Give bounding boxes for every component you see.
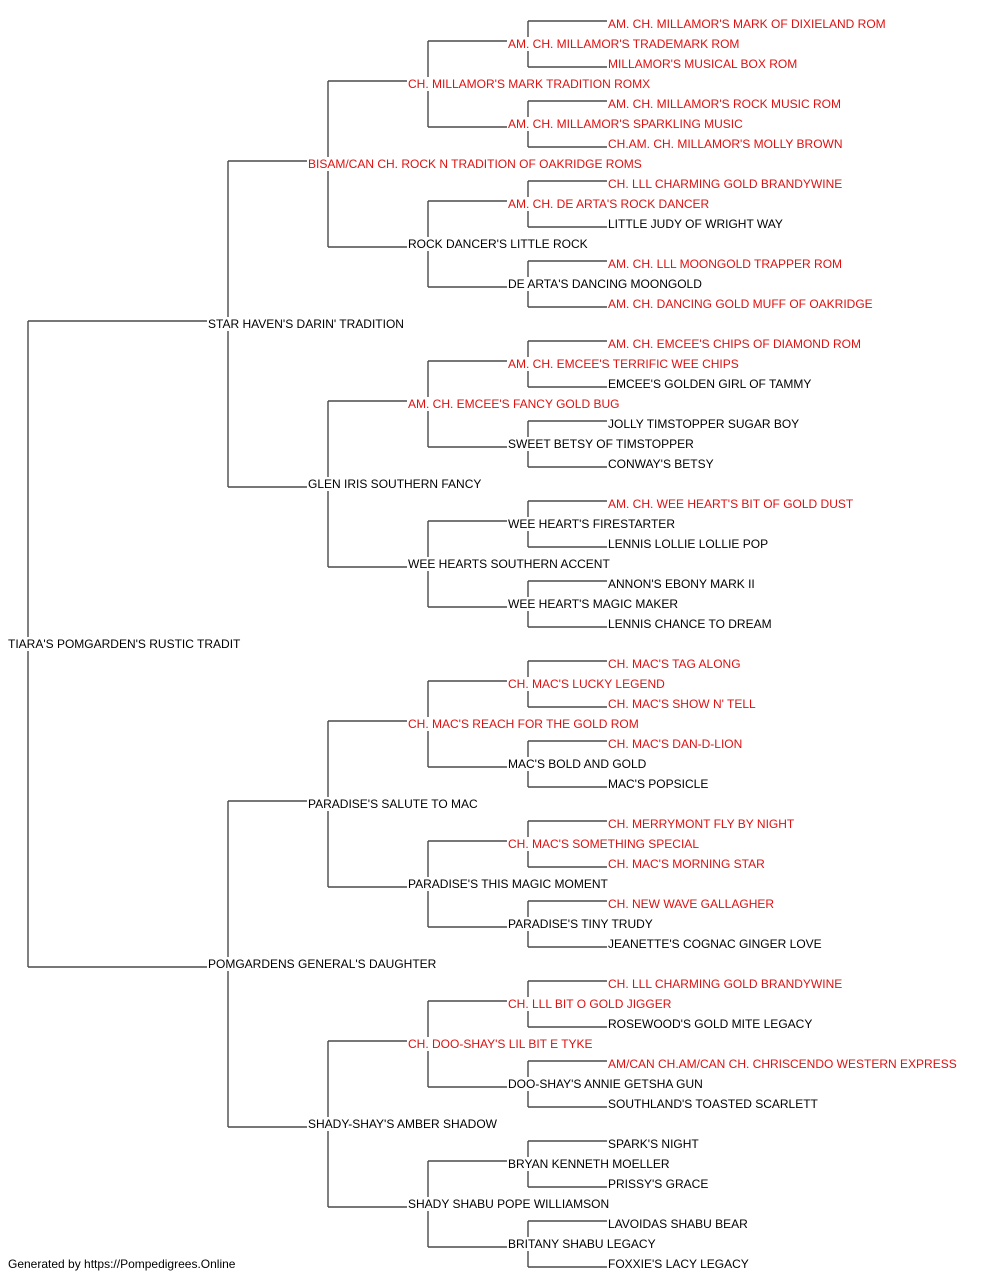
subject-name: TIARA'S POMGARDEN'S RUSTIC TRADIT	[7, 637, 242, 651]
gen4-ancestor-name: PARADISE'S TINY TRUDY	[507, 917, 654, 931]
parent-name: POMGARDENS GENERAL'S DAUGHTER	[207, 957, 438, 971]
gen5-ancestor-name: AM. CH. MILLAMOR'S ROCK MUSIC ROM	[607, 97, 842, 111]
parent-name: STAR HAVEN'S DARIN' TRADITION	[207, 317, 405, 331]
gen5-ancestor-name: AM. CH. WEE HEART'S BIT OF GOLD DUST	[607, 497, 855, 511]
grandparent-name: BISAM/CAN CH. ROCK N TRADITION OF OAKRID…	[307, 157, 643, 171]
gen5-ancestor-name: LENNIS CHANCE TO DREAM	[607, 617, 773, 631]
gen4-ancestor-name: AM. CH. MILLAMOR'S TRADEMARK ROM	[507, 37, 741, 51]
gen5-ancestor-name: AM/CAN CH.AM/CAN CH. CHRISCENDO WESTERN …	[607, 1057, 958, 1071]
great-grandparent-name: CH. MILLAMOR'S MARK TRADITION ROMX	[407, 77, 652, 91]
great-grandparent-name: ROCK DANCER'S LITTLE ROCK	[407, 237, 589, 251]
gen5-ancestor-name: SPARK'S NIGHT	[607, 1137, 700, 1151]
gen5-ancestor-name: LENNIS LOLLIE LOLLIE POP	[607, 537, 770, 551]
gen5-ancestor-name: CH. NEW WAVE GALLAGHER	[607, 897, 776, 911]
gen5-ancestor-name: ANNON'S EBONY MARK II	[607, 577, 756, 591]
gen5-ancestor-name: SOUTHLAND'S TOASTED SCARLETT	[607, 1097, 819, 1111]
gen5-ancestor-name: JOLLY TIMSTOPPER SUGAR BOY	[607, 417, 801, 431]
gen4-ancestor-name: CH. MAC'S LUCKY LEGEND	[507, 677, 666, 691]
grandparent-name: PARADISE'S SALUTE TO MAC	[307, 797, 479, 811]
gen4-ancestor-name: BRITANY SHABU LEGACY	[507, 1237, 657, 1251]
gen5-ancestor-name: FOXXIE'S LACY LEGACY	[607, 1257, 750, 1271]
gen5-ancestor-name: EMCEE'S GOLDEN GIRL OF TAMMY	[607, 377, 813, 391]
gen4-ancestor-name: WEE HEART'S MAGIC MAKER	[507, 597, 680, 611]
gen4-ancestor-name: DE ARTA'S DANCING MOONGOLD	[507, 277, 703, 291]
gen4-ancestor-name: SWEET BETSY OF TIMSTOPPER	[507, 437, 695, 451]
gen4-ancestor-name: CH. LLL BIT O GOLD JIGGER	[507, 997, 673, 1011]
gen4-ancestor-name: DOO-SHAY'S ANNIE GETSHA GUN	[507, 1077, 704, 1091]
gen5-ancestor-name: CH. MERRYMONT FLY BY NIGHT	[607, 817, 796, 831]
grandparent-name: SHADY-SHAY'S AMBER SHADOW	[307, 1117, 498, 1131]
great-grandparent-name: AM. CH. EMCEE'S FANCY GOLD BUG	[407, 397, 621, 411]
gen5-ancestor-name: CONWAY'S BETSY	[607, 457, 715, 471]
gen4-ancestor-name: WEE HEART'S FIRESTARTER	[507, 517, 676, 531]
gen5-ancestor-name: CH. MAC'S DAN-D-LION	[607, 737, 744, 751]
great-grandparent-name: SHADY SHABU POPE WILLIAMSON	[407, 1197, 611, 1211]
gen5-ancestor-name: CH. LLL CHARMING GOLD BRANDYWINE	[607, 977, 844, 991]
gen5-ancestor-name: LITTLE JUDY OF WRIGHT WAY	[607, 217, 784, 231]
gen5-ancestor-name: CH. MAC'S SHOW N' TELL	[607, 697, 757, 711]
gen5-ancestor-name: ROSEWOOD'S GOLD MITE LEGACY	[607, 1017, 814, 1031]
gen4-ancestor-name: BRYAN KENNETH MOELLER	[507, 1157, 671, 1171]
gen5-ancestor-name: AM. CH. LLL MOONGOLD TRAPPER ROM	[607, 257, 844, 271]
gen5-ancestor-name: CH.AM. CH. MILLAMOR'S MOLLY BROWN	[607, 137, 844, 151]
gen5-ancestor-name: PRISSY'S GRACE	[607, 1177, 710, 1191]
gen4-ancestor-name: AM. CH. EMCEE'S TERRIFIC WEE CHIPS	[507, 357, 740, 371]
gen5-ancestor-name: JEANETTE'S COGNAC GINGER LOVE	[607, 937, 823, 951]
gen5-ancestor-name: MAC'S POPSICLE	[607, 777, 710, 791]
great-grandparent-name: WEE HEARTS SOUTHERN ACCENT	[407, 557, 611, 571]
gen5-ancestor-name: AM. CH. MILLAMOR'S MARK OF DIXIELAND ROM	[607, 17, 887, 31]
gen5-ancestor-name: CH. LLL CHARMING GOLD BRANDYWINE	[607, 177, 844, 191]
gen4-ancestor-name: AM. CH. MILLAMOR'S SPARKLING MUSIC	[507, 117, 744, 131]
gen5-ancestor-name: LAVOIDAS SHABU BEAR	[607, 1217, 749, 1231]
gen5-ancestor-name: CH. MAC'S MORNING STAR	[607, 857, 766, 871]
gen5-ancestor-name: CH. MAC'S TAG ALONG	[607, 657, 742, 671]
gen5-ancestor-name: AM. CH. DANCING GOLD MUFF OF OAKRIDGE	[607, 297, 874, 311]
great-grandparent-name: CH. DOO-SHAY'S LIL BIT E TYKE	[407, 1037, 594, 1051]
great-grandparent-name: PARADISE'S THIS MAGIC MOMENT	[407, 877, 609, 891]
gen4-ancestor-name: CH. MAC'S SOMETHING SPECIAL	[507, 837, 700, 851]
footer-credit: Generated by https://Pompedigrees.Online	[8, 1257, 236, 1271]
gen4-ancestor-name: MAC'S BOLD AND GOLD	[507, 757, 648, 771]
gen4-ancestor-name: AM. CH. DE ARTA'S ROCK DANCER	[507, 197, 711, 211]
great-grandparent-name: CH. MAC'S REACH FOR THE GOLD ROM	[407, 717, 640, 731]
gen5-ancestor-name: MILLAMOR'S MUSICAL BOX ROM	[607, 57, 799, 71]
grandparent-name: GLEN IRIS SOUTHERN FANCY	[307, 477, 483, 491]
gen5-ancestor-name: AM. CH. EMCEE'S CHIPS OF DIAMOND ROM	[607, 337, 862, 351]
